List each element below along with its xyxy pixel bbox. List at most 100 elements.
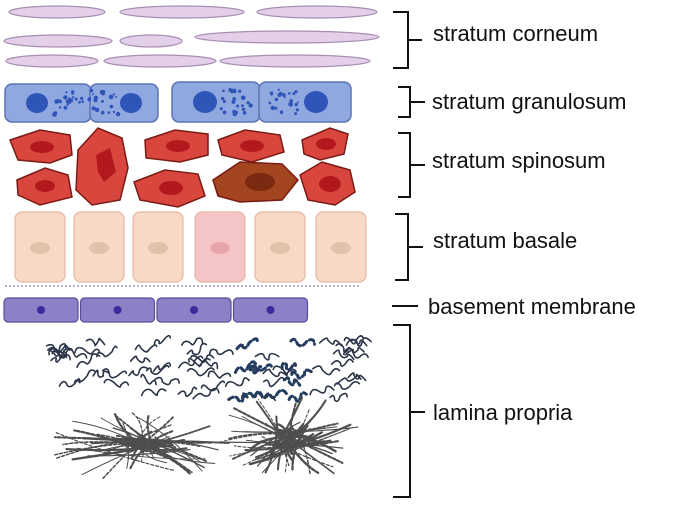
corneum-cell bbox=[119, 5, 245, 19]
fiber bbox=[73, 369, 96, 385]
granule bbox=[72, 96, 75, 99]
corneum-cell bbox=[256, 5, 378, 19]
collagen-fiber bbox=[99, 424, 172, 456]
spinosum-nucleus bbox=[316, 138, 336, 150]
granule bbox=[231, 99, 236, 104]
fiber bbox=[186, 367, 215, 377]
granule bbox=[109, 104, 114, 109]
corneum-cell bbox=[5, 54, 99, 68]
lamina-bracket bbox=[393, 324, 425, 498]
fiber bbox=[283, 376, 302, 387]
basale-nucleus bbox=[331, 242, 351, 254]
fiber bbox=[332, 349, 355, 360]
granule bbox=[112, 110, 116, 114]
granule bbox=[241, 107, 246, 112]
basale-bracket bbox=[395, 213, 423, 281]
fiber bbox=[152, 362, 171, 373]
fiber bbox=[208, 348, 234, 356]
elastic-fibers bbox=[45, 334, 372, 403]
fiber bbox=[58, 379, 81, 388]
spinosum-bracket bbox=[398, 132, 425, 198]
granule bbox=[114, 95, 117, 98]
collagen-fiber bbox=[54, 442, 173, 456]
granule bbox=[294, 90, 298, 94]
granule bbox=[94, 107, 100, 113]
spinosum-nucleus bbox=[35, 180, 55, 192]
collagen-fiber bbox=[100, 417, 206, 461]
lamina-propria-layer bbox=[45, 334, 372, 479]
fiber bbox=[129, 355, 151, 364]
collagen-fiber bbox=[65, 444, 174, 452]
spinosum-nucleus bbox=[245, 173, 275, 191]
basale-nucleus bbox=[30, 242, 50, 254]
collagen-fiber bbox=[136, 443, 168, 464]
fiber bbox=[153, 334, 172, 346]
granule bbox=[74, 97, 78, 101]
membrane-nucleus bbox=[266, 306, 275, 314]
fiber bbox=[192, 387, 220, 400]
fiber bbox=[177, 386, 198, 398]
fiber bbox=[207, 370, 232, 379]
collagen-fiber bbox=[264, 415, 278, 474]
granule bbox=[56, 99, 61, 103]
fiber bbox=[263, 388, 289, 400]
collagen-fiber bbox=[146, 415, 156, 455]
granule bbox=[91, 106, 96, 111]
basale-nucleus bbox=[210, 242, 230, 254]
fiber bbox=[241, 390, 264, 400]
granulosum-nucleus bbox=[304, 91, 328, 113]
granule bbox=[236, 104, 240, 108]
spinosum-nucleus bbox=[166, 140, 190, 152]
granule bbox=[107, 111, 111, 114]
collagen-fiber bbox=[56, 438, 149, 459]
spinosum-nucleus bbox=[96, 148, 116, 182]
fiber bbox=[178, 355, 204, 369]
fiber bbox=[263, 376, 285, 388]
granule bbox=[81, 100, 84, 103]
granule bbox=[249, 104, 252, 108]
stratum-corneum-layer bbox=[3, 5, 380, 68]
corneum-cell bbox=[119, 34, 183, 48]
collagen-fiber bbox=[218, 427, 326, 443]
granule bbox=[87, 97, 91, 102]
spinosum-nucleus bbox=[30, 141, 54, 153]
collagen-fiber bbox=[260, 428, 351, 463]
collagen-fiber bbox=[138, 416, 174, 448]
fiber bbox=[333, 380, 361, 390]
fiber bbox=[309, 385, 335, 396]
granule bbox=[292, 92, 296, 96]
fiber bbox=[96, 345, 118, 358]
granule bbox=[232, 109, 237, 114]
fiber bbox=[289, 337, 316, 348]
collagen-network bbox=[54, 396, 359, 479]
fiber bbox=[101, 368, 128, 379]
fiber bbox=[329, 392, 348, 403]
granule bbox=[295, 108, 299, 112]
collagen-fiber bbox=[291, 409, 310, 471]
brackets bbox=[392, 11, 425, 498]
fiber bbox=[227, 392, 250, 403]
granule bbox=[270, 105, 275, 111]
granule bbox=[294, 112, 298, 116]
fiber bbox=[103, 378, 130, 388]
granule bbox=[65, 91, 68, 94]
collagen-fiber bbox=[276, 424, 290, 467]
label-lamina-propria: lamina propria bbox=[433, 400, 573, 425]
granule bbox=[89, 88, 94, 93]
granule bbox=[279, 110, 284, 114]
corneum-cell bbox=[103, 54, 217, 68]
fiber bbox=[254, 352, 280, 361]
label-stratum-granulosum: stratum granulosum bbox=[432, 89, 626, 114]
granule bbox=[296, 101, 299, 104]
fiber bbox=[347, 372, 367, 382]
fiber bbox=[224, 377, 250, 388]
corneum-cell bbox=[8, 5, 106, 19]
fiber bbox=[280, 361, 297, 372]
granule bbox=[232, 97, 236, 101]
collagen-fiber bbox=[122, 422, 130, 469]
fiber bbox=[140, 373, 157, 386]
fiber bbox=[47, 344, 71, 354]
granule bbox=[63, 105, 68, 110]
fiber bbox=[200, 380, 226, 392]
granule bbox=[270, 93, 273, 96]
